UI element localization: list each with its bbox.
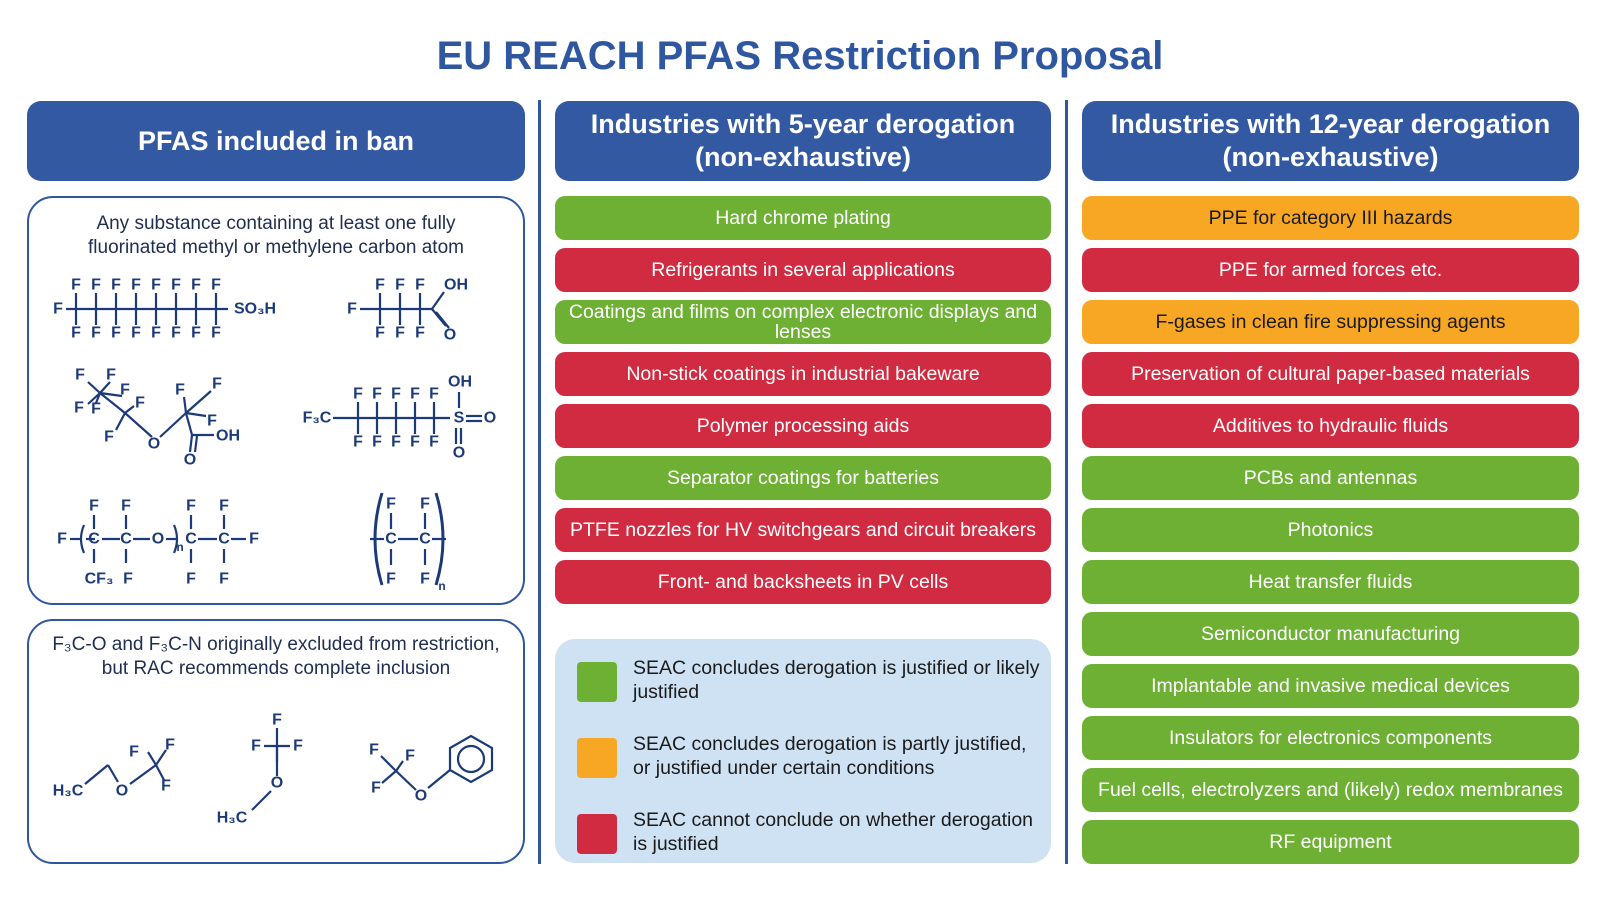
twelve-year-item: RF equipment [1082, 820, 1579, 864]
legend-label: SEAC concludes derogation is partly just… [633, 733, 1027, 779]
header-pfas-ban: PFAS included in ban [27, 101, 525, 181]
legend-swatch-green [577, 662, 617, 702]
twelve-year-item: PPE for armed forces etc. [1082, 248, 1579, 292]
five-year-item: Non-stick coatings in industrial bakewar… [555, 352, 1051, 396]
five-year-item: Hard chrome plating [555, 196, 1051, 240]
five-year-item: Refrigerants in several applications [555, 248, 1051, 292]
legend-item-cannot-conclude: SEAC cannot conclude on whether derogati… [577, 808, 1037, 860]
legend-item-partly-justified: SEAC concludes derogation is partly just… [577, 732, 1037, 784]
twelve-year-item: Fuel cells, electrolyzers and (likely) r… [1082, 768, 1579, 812]
legend-swatch-orange [577, 738, 617, 778]
pfas-definition-panel: Any substance containing at least one fu… [27, 196, 525, 605]
header-5-year-line1: Industries with 5-year derogation [590, 109, 1016, 139]
legend: SEAC concludes derogation is justified o… [555, 639, 1051, 863]
header-12-year-line2: (non-exhaustive) [1222, 142, 1439, 172]
five-year-item: Separator coatings for batteries [555, 456, 1051, 500]
pfas-exclusion-panel: F₃C-O and F₃C-N originally excluded from… [27, 619, 525, 864]
twelve-year-item: Heat transfer fluids [1082, 560, 1579, 604]
header-pfas-ban-label: PFAS included in ban [137, 125, 415, 156]
legend-swatch-red [577, 814, 617, 854]
pfas-exclusion-text: F₃C-O and F₃C-N originally excluded from… [29, 633, 523, 681]
page-title: EU REACH PFAS Restriction Proposal [436, 34, 1164, 78]
five-year-item: Polymer processing aids [555, 404, 1051, 448]
pfas-definition-text: Any substance containing at least one fu… [29, 212, 523, 260]
legend-item-justified: SEAC concludes derogation is justified o… [577, 656, 1039, 708]
column-divider-left [538, 100, 541, 864]
twelve-year-item: Photonics [1082, 508, 1579, 552]
header-12-year-line1: Industries with 12-year derogation [1110, 109, 1551, 139]
twelve-year-item: Preservation of cultural paper-based mat… [1082, 352, 1579, 396]
pfas-definition-line1: Any substance containing at least one fu… [96, 213, 456, 234]
header-5-year-line2: (non-exhaustive) [694, 142, 911, 172]
column-divider-right [1065, 100, 1068, 864]
five-year-item: Front- and backsheets in PV cells [555, 560, 1051, 604]
twelve-year-item: Semiconductor manufacturing [1082, 612, 1579, 656]
legend-label: SEAC concludes derogation is justified o… [633, 657, 1040, 703]
header-12-year: Industries with 12-year derogation (non-… [1082, 101, 1579, 181]
twelve-year-item: Insulators for electronics components [1082, 716, 1579, 760]
legend-label: SEAC cannot conclude on whether derogati… [633, 809, 1034, 855]
twelve-year-item: PPE for category III hazards [1082, 196, 1579, 240]
twelve-year-item: Additives to hydraulic fluids [1082, 404, 1579, 448]
twelve-year-item: F-gases in clean fire suppressing agents [1082, 300, 1579, 344]
five-year-item: PTFE nozzles for HV switchgears and circ… [555, 508, 1051, 552]
twelve-year-item: Implantable and invasive medical devices [1082, 664, 1579, 708]
five-year-item: Coatings and films on complex electronic… [555, 300, 1051, 344]
pfas-exclusion-line2: but RAC recommends complete inclusion [101, 658, 451, 679]
pfas-exclusion-line1: F₃C-O and F₃C-N originally excluded from… [52, 634, 500, 655]
pfas-definition-line2: fluorinated methyl or methylene carbon a… [88, 237, 464, 258]
twelve-year-item: PCBs and antennas [1082, 456, 1579, 500]
header-5-year: Industries with 5-year derogation (non-e… [555, 101, 1051, 181]
